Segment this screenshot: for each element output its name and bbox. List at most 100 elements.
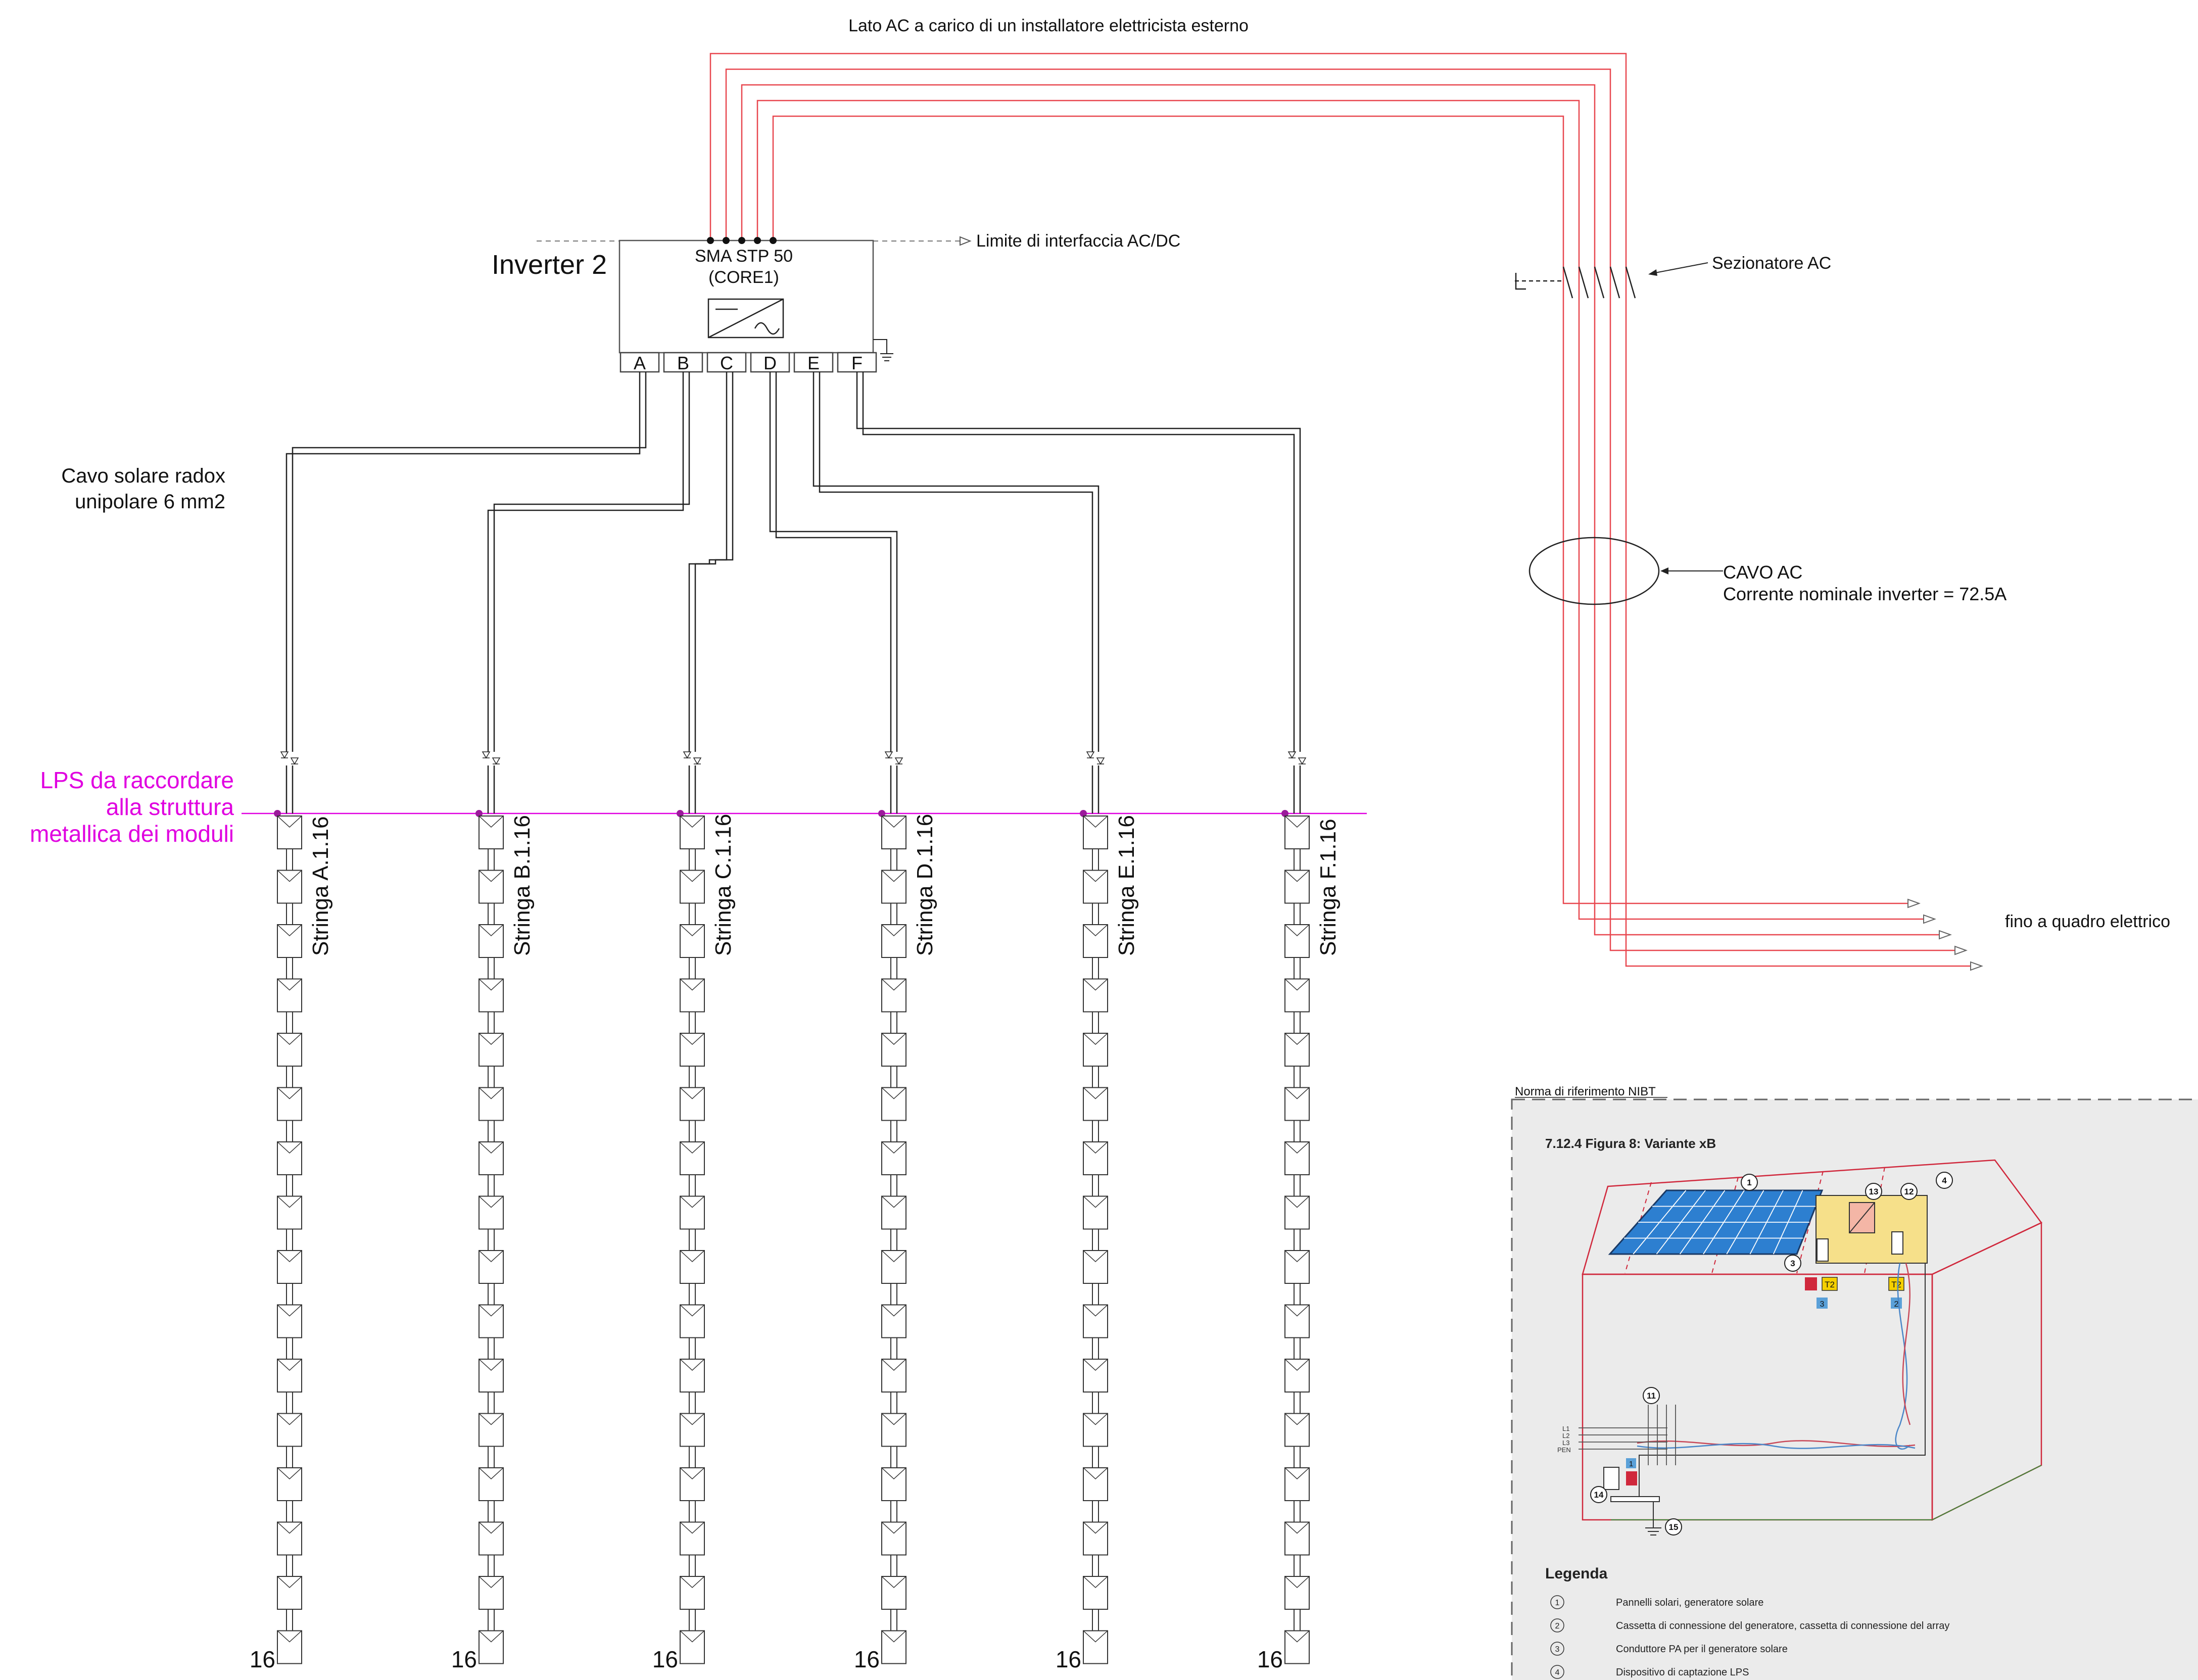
reference-frame xyxy=(1511,1098,2198,1680)
ac-cable-2 xyxy=(725,68,1955,951)
ac-cable-label: CAVO AC xyxy=(1723,562,1802,583)
lps-label-2: alla struttura xyxy=(106,794,234,820)
pv-module xyxy=(479,815,504,871)
string-count: 16 xyxy=(1056,1646,1081,1672)
to-panel-label: fino a quadro elettrico xyxy=(2005,912,2170,931)
dc-cable-c xyxy=(694,372,734,752)
pv-module xyxy=(680,1413,705,1468)
pv-module xyxy=(881,1576,906,1631)
string-label: Stringa E.1.16 xyxy=(1114,815,1139,956)
spd-box-main xyxy=(1603,1467,1619,1490)
callout-1 xyxy=(1741,1174,1758,1191)
pv-module xyxy=(277,1033,302,1088)
tag-red-roof xyxy=(1805,1277,1817,1290)
pv-module xyxy=(277,924,302,979)
ac-cable-current-label: Corrente nominale inverter = 72.5A xyxy=(1723,584,2006,604)
pv-module xyxy=(881,1141,906,1196)
interface-limit-label: Limite di interfaccia AC/DC xyxy=(976,231,1180,251)
lps-bond-dot xyxy=(1281,810,1288,817)
line-l1: L1 xyxy=(1562,1425,1569,1432)
pv-module xyxy=(680,1304,705,1359)
inverter-dc-ac-symbol xyxy=(707,298,784,339)
pv-module xyxy=(1083,870,1108,925)
ground-line-side xyxy=(1932,1465,2042,1520)
pv-module xyxy=(1083,1250,1108,1305)
bypass-diode xyxy=(492,757,501,765)
pv-module xyxy=(881,1033,906,1088)
inverter-model: SMA STP 50 xyxy=(695,247,793,266)
ac-cable-wavy-2 xyxy=(1637,1443,1916,1449)
pv-module xyxy=(680,1359,705,1414)
pv-module xyxy=(1284,815,1310,871)
pv-module xyxy=(680,1576,705,1631)
pv-module xyxy=(277,1250,302,1305)
bypass-diode xyxy=(290,757,299,765)
inverter-input-label: C xyxy=(720,353,733,373)
legend-item-text: Pannelli solari, generatore solare xyxy=(1616,1597,1763,1608)
pv-module xyxy=(479,1033,504,1088)
dc-cable-f xyxy=(856,372,1301,752)
inverter-title: Inverter 2 xyxy=(492,250,607,280)
ac-terminal-dot xyxy=(738,237,745,244)
pv-module xyxy=(277,1195,302,1251)
legend-number: 2 xyxy=(1555,1622,1560,1630)
pv-module xyxy=(1284,1521,1310,1576)
pv-module xyxy=(1284,870,1310,925)
building-sketch: T2 3 T2 2 L1 L2 L3 xyxy=(1557,1159,2042,1535)
callout-3 xyxy=(1784,1255,1801,1272)
pv-module xyxy=(1284,1250,1310,1305)
pe-conductor xyxy=(1639,1263,1926,1497)
pv-module xyxy=(1083,978,1108,1033)
spd-box-roof xyxy=(1817,1238,1829,1262)
ac-cable-3 xyxy=(741,84,1939,936)
legend-number-circle xyxy=(1550,1665,1564,1679)
pv-module xyxy=(277,1413,302,1468)
pv-module xyxy=(479,1141,504,1196)
string-count: 16 xyxy=(250,1646,275,1672)
pv-module xyxy=(1083,815,1108,871)
pv-module xyxy=(1284,978,1310,1033)
string-label: Stringa F.1.16 xyxy=(1316,819,1341,956)
spd-box-roof-2 xyxy=(1891,1231,1903,1255)
pv-module xyxy=(881,1630,906,1664)
callout-number: 12 xyxy=(1904,1187,1914,1196)
ac-cable-ellipse xyxy=(1528,537,1660,605)
ac-terminal-dot xyxy=(770,237,777,244)
pv-module xyxy=(881,870,906,925)
legend-number: 3 xyxy=(1555,1645,1560,1654)
ac-disconnector-pointer-head xyxy=(1648,269,1657,276)
reference-figure-title: 7.12.4 Figura 8: Variante xB xyxy=(1545,1136,1716,1151)
callout-number: 13 xyxy=(1869,1187,1879,1196)
ac-cable-arrow-4 xyxy=(1923,914,1936,924)
pv-module xyxy=(277,815,302,871)
pv-module xyxy=(1284,1467,1310,1522)
pv-module xyxy=(1284,1304,1310,1359)
string-count: 16 xyxy=(652,1646,678,1672)
dc-cable-d xyxy=(775,372,892,752)
tag-1-text: 1 xyxy=(1629,1460,1633,1468)
pv-module xyxy=(277,870,302,925)
pv-module xyxy=(479,1521,504,1576)
pv-module xyxy=(881,1359,906,1414)
pv-module xyxy=(479,1087,504,1142)
reference-title: Norma di riferimento NIBT xyxy=(1515,1085,1656,1098)
ac-cables xyxy=(709,53,1983,971)
tag-2-text: 2 xyxy=(1894,1300,1899,1309)
tag-red-main xyxy=(1626,1471,1637,1485)
pv-module xyxy=(680,1141,705,1196)
pv-module xyxy=(881,1087,906,1142)
pv-module xyxy=(680,1195,705,1251)
inverter-input-label: D xyxy=(763,353,777,373)
pv-module xyxy=(479,1359,504,1414)
pv-module xyxy=(1284,1087,1310,1142)
ac-cable-1 xyxy=(709,53,1971,967)
pv-module xyxy=(680,870,705,925)
lps-bond-dot xyxy=(677,810,684,817)
callout-15 xyxy=(1665,1518,1682,1535)
solar-panel-grid xyxy=(1624,1190,1816,1255)
